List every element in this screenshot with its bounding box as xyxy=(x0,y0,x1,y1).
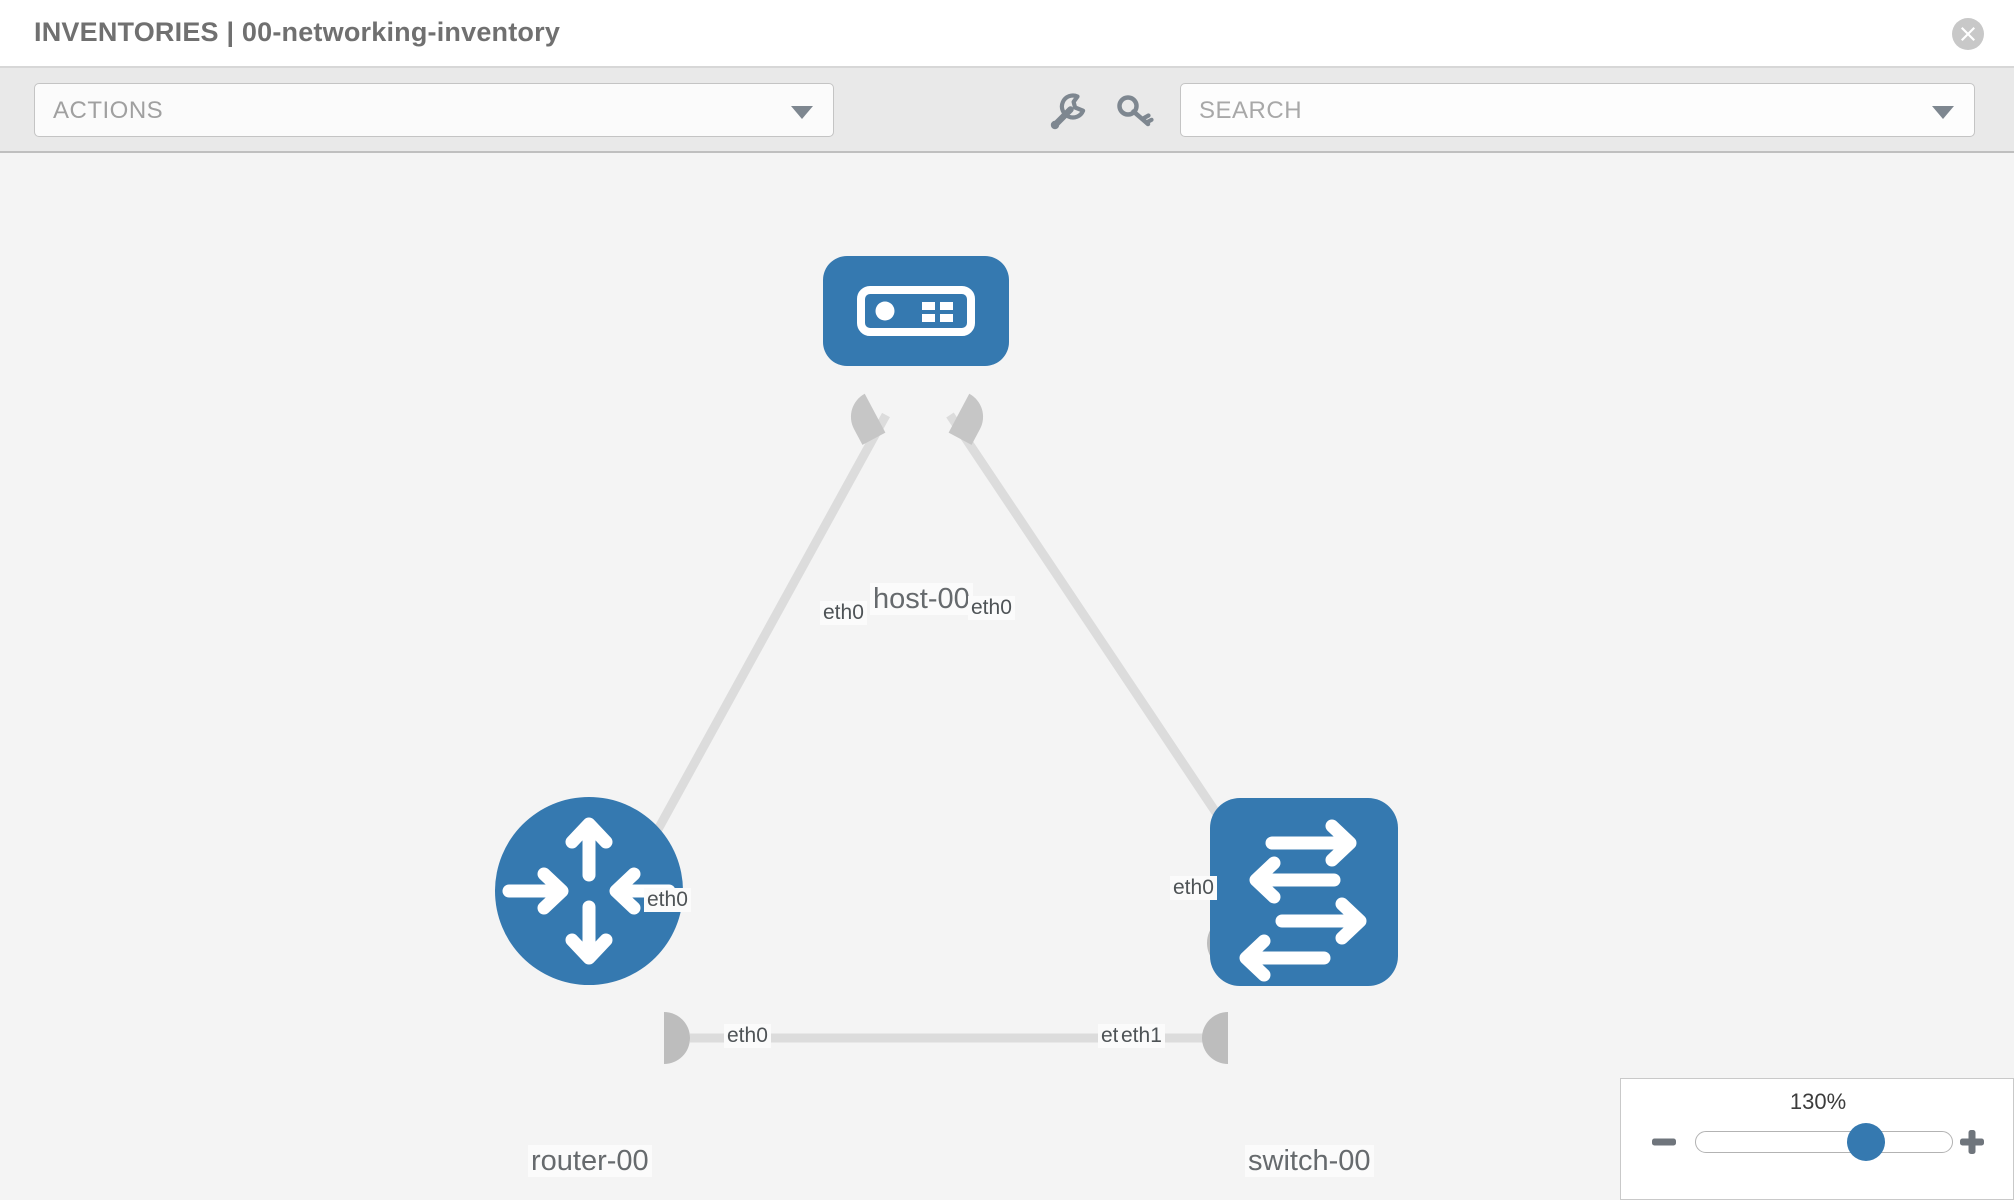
plus-icon xyxy=(1960,1130,1984,1154)
switch-arrows-icon xyxy=(1239,819,1367,982)
node-label-host-00: host-00 xyxy=(870,583,973,616)
node-switch-00[interactable] xyxy=(1210,798,1398,986)
zoom-slider-thumb[interactable] xyxy=(1847,1123,1885,1161)
server-device-icon xyxy=(857,286,975,336)
chevron-down-icon xyxy=(791,106,813,119)
iface-label-host00-to-switch00: eth0 xyxy=(968,596,1015,621)
iface-label-switch00-to-router00: eth1 xyxy=(1118,1024,1165,1049)
minus-icon xyxy=(1652,1138,1676,1146)
iface-label-router00-to-switch00: eth0 xyxy=(724,1024,771,1049)
page-title: INVENTORIES | 00-networking-inventory xyxy=(34,17,561,47)
chevron-down-icon xyxy=(1932,106,1954,119)
key-button[interactable] xyxy=(1113,90,1157,134)
zoom-in-button[interactable] xyxy=(1959,1129,1985,1155)
link-host00-switch00[interactable] xyxy=(946,412,1247,856)
topology-graph xyxy=(495,256,1398,1064)
iface-label-host00-to-router00: eth0 xyxy=(820,601,867,626)
page-header: INVENTORIES | 00-networking-inventory xyxy=(0,0,2014,68)
interface-connectors xyxy=(664,393,1263,1064)
key-icon xyxy=(1117,95,1154,127)
close-icon xyxy=(1961,27,1975,41)
zoom-percent-label: 130% xyxy=(1789,1089,1847,1114)
topology-canvas[interactable]: host-00 router-00 switch-00 eth0 eth0 et… xyxy=(0,153,2014,1200)
close-button[interactable] xyxy=(1952,18,1984,50)
search-placeholder: SEARCH xyxy=(1199,97,1303,124)
actions-dropdown-label: ACTIONS xyxy=(53,97,164,124)
iface-label-router00-to-host00: eth0 xyxy=(644,888,691,913)
zoom-out-button[interactable] xyxy=(1651,1129,1677,1155)
router-arrows-icon xyxy=(502,817,676,965)
node-router-00[interactable] xyxy=(495,797,683,985)
zoom-slider-track[interactable] xyxy=(1695,1131,1953,1153)
node-label-router-00: router-00 xyxy=(528,1145,652,1178)
wrench-icon xyxy=(1050,93,1086,130)
link-host00-router00[interactable] xyxy=(641,412,890,856)
search-input[interactable]: SEARCH xyxy=(1180,83,1975,137)
node-label-switch-00: switch-00 xyxy=(1245,1145,1374,1178)
zoom-control-panel: 130% xyxy=(1620,1078,2014,1200)
actions-dropdown[interactable]: ACTIONS xyxy=(34,83,834,137)
toolbar: ACTIONS SEARCH xyxy=(0,68,2014,153)
wrench-button[interactable] xyxy=(1046,90,1090,134)
iface-label-switch00-to-host00: eth0 xyxy=(1170,876,1217,901)
node-host-00[interactable] xyxy=(823,256,1009,366)
